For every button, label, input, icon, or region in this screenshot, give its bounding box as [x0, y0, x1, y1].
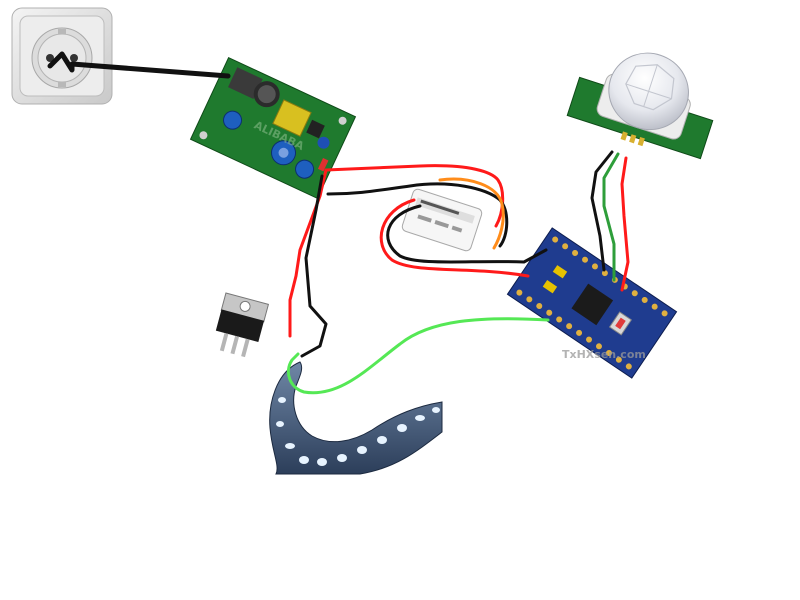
- wire-psu-dcdc-black: [326, 182, 509, 248]
- led-strip: [269, 361, 443, 475]
- wire-psu-red: [288, 168, 328, 338]
- wire-pir-green: [602, 152, 620, 282]
- pir-sensor: [566, 52, 714, 160]
- dc-dc-converter: [401, 188, 483, 252]
- wire-psu-dcdc-orange: [438, 177, 505, 250]
- ac-dc-power-supply: ALIBABA: [189, 56, 357, 200]
- wire-mains: [47, 51, 231, 79]
- wire-dcdc-arduino-red: [379, 198, 530, 278]
- wire-data-led: [287, 317, 550, 395]
- wire-pir-red: [620, 156, 630, 292]
- arduino-pro-mini: TxHXsen.com: [506, 227, 678, 379]
- wire-dcdc-arduino-black: [386, 204, 548, 264]
- wire-pir-black: [590, 150, 614, 272]
- board-watermark: TxHXsen.com: [562, 348, 646, 361]
- wire-psu-black: [300, 174, 328, 358]
- voltage-regulator: [215, 292, 270, 358]
